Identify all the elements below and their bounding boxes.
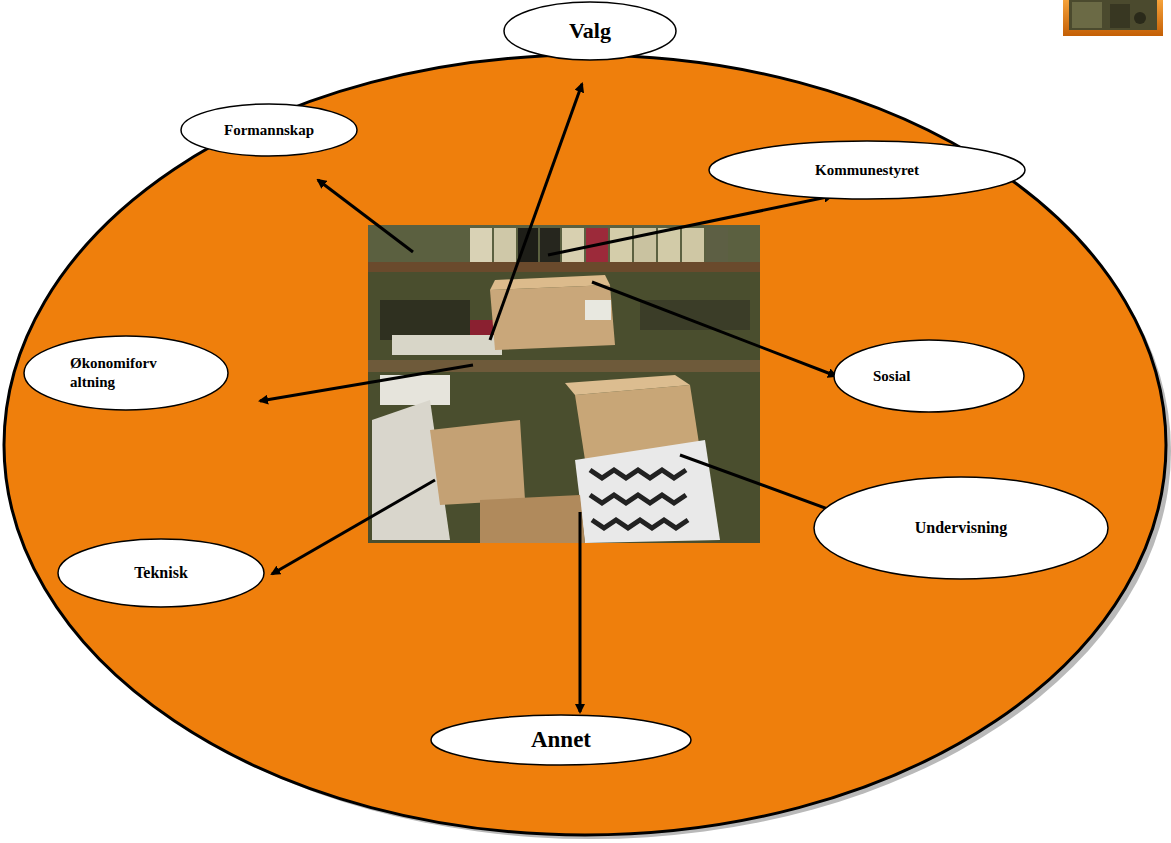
- ellipse-node: Kommunestyret: [708, 140, 1026, 200]
- ellipse-node: Valg: [503, 1, 677, 61]
- node-label: Valg: [569, 17, 611, 45]
- ellipse-node: Sosial: [833, 339, 1025, 413]
- node-label: Annet: [531, 726, 591, 755]
- ellipse-node: Økonomiforv altning: [23, 335, 229, 411]
- archive-photo: [368, 225, 760, 543]
- ellipse-node: Formannskap: [180, 103, 358, 157]
- node-label: Økonomiforv altning: [70, 354, 182, 392]
- leader-arrow: [490, 84, 582, 340]
- leader-arrow: [318, 180, 413, 252]
- node-label: Sosial: [873, 367, 911, 386]
- ellipse-node: Undervisning: [813, 476, 1109, 580]
- orange-region: [4, 55, 1166, 835]
- ellipse-outline: [23, 335, 229, 411]
- node-label: Kommunestyret: [815, 161, 919, 180]
- node-label: Teknisk: [134, 563, 188, 583]
- node-label: Undervisning: [915, 518, 1007, 538]
- leader-arrow: [272, 480, 435, 574]
- ellipse-node: Teknisk: [57, 538, 265, 608]
- leader-arrow: [592, 282, 836, 376]
- leader-arrow: [260, 365, 473, 401]
- node-label: Formannskap: [224, 121, 314, 140]
- ellipse-node: Annet: [430, 714, 692, 766]
- ellipse-outline: [833, 339, 1025, 413]
- leader-arrow: [548, 196, 832, 255]
- thumbnail-image: [1063, 0, 1163, 36]
- leader-arrow: [579, 512, 582, 712]
